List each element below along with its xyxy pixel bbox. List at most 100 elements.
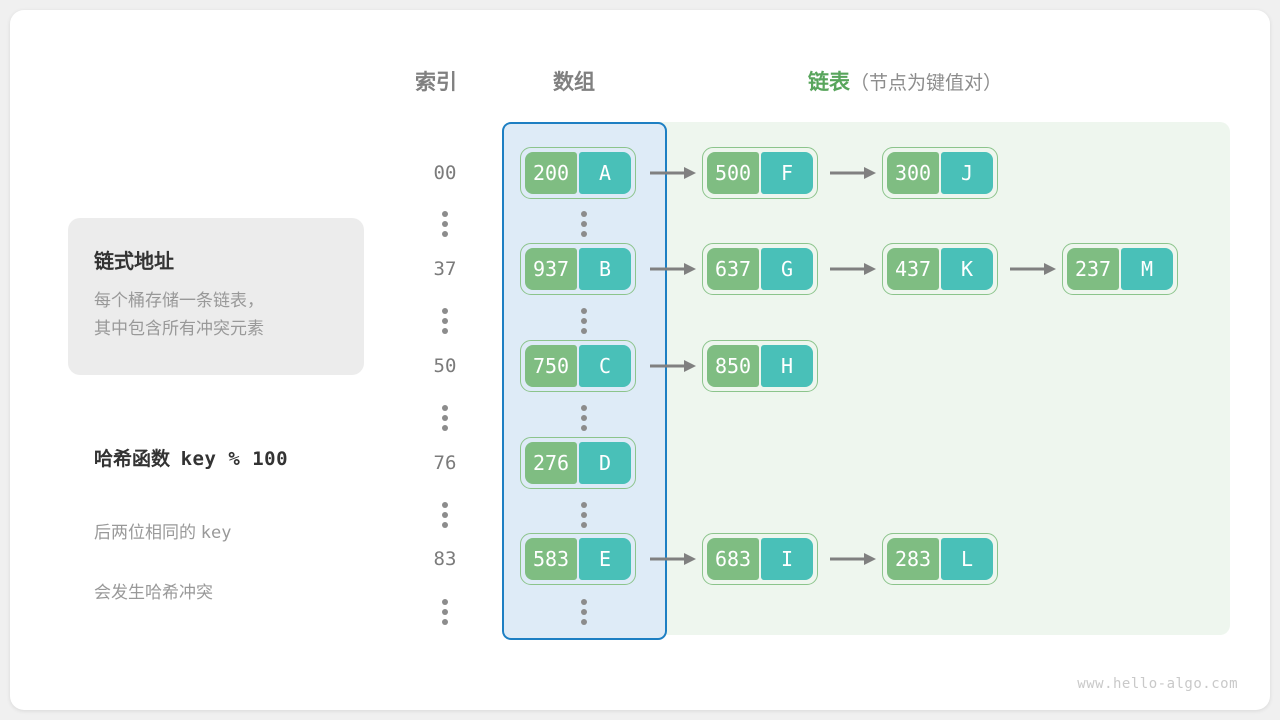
array-column-ellipsis-icon bbox=[581, 405, 587, 431]
array-column-ellipsis-icon bbox=[581, 211, 587, 237]
info-card-title: 链式地址 bbox=[94, 251, 174, 273]
bucket-index-label: 00 bbox=[433, 162, 457, 184]
ellipsis-dot bbox=[581, 502, 587, 508]
hash-function-body: 后两位相同的 key 会发生哈希冲突 bbox=[94, 488, 231, 638]
ellipsis-dot bbox=[442, 425, 448, 431]
node-key: 500 bbox=[707, 152, 759, 194]
ellipsis-dot bbox=[581, 211, 587, 217]
node-value: B bbox=[579, 248, 631, 290]
chain-arrow-icon bbox=[830, 167, 876, 179]
node-value: C bbox=[579, 345, 631, 387]
ellipsis-dot bbox=[581, 328, 587, 334]
hash-function-label: 哈希函数 bbox=[94, 449, 171, 470]
ellipsis-dot bbox=[581, 415, 587, 421]
node-value: G bbox=[761, 248, 813, 290]
ellipsis-dot bbox=[442, 231, 448, 237]
node-key: 200 bbox=[525, 152, 577, 194]
array-column-ellipsis-icon bbox=[581, 308, 587, 334]
ellipsis-dot bbox=[581, 512, 587, 518]
node-value: A bbox=[579, 152, 631, 194]
ellipsis-dot bbox=[442, 415, 448, 421]
node-value: J bbox=[941, 152, 993, 194]
ellipsis-dot bbox=[581, 599, 587, 605]
ellipsis-dot bbox=[581, 522, 587, 528]
hash-body-text: 后两位相同的 bbox=[94, 523, 196, 542]
ellipsis-dot bbox=[442, 211, 448, 217]
node-value: H bbox=[761, 345, 813, 387]
site-watermark: www.hello-algo.com bbox=[1077, 676, 1238, 692]
ellipsis-dot bbox=[581, 609, 587, 615]
node-key: 276 bbox=[525, 442, 577, 484]
bucket-index-label: 83 bbox=[433, 548, 457, 570]
array-column-ellipsis-icon bbox=[581, 599, 587, 625]
ellipsis-dot bbox=[442, 522, 448, 528]
column-header-index: 索引 bbox=[415, 71, 457, 94]
column-header-array: 数组 bbox=[553, 71, 595, 94]
chain-arrow-icon bbox=[1010, 263, 1056, 275]
ellipsis-dot bbox=[581, 221, 587, 227]
node-key: 300 bbox=[887, 152, 939, 194]
index-column-ellipsis-icon bbox=[442, 405, 448, 431]
node-key: 237 bbox=[1067, 248, 1119, 290]
ellipsis-dot bbox=[581, 619, 587, 625]
node-value: D bbox=[579, 442, 631, 484]
node-value: I bbox=[761, 538, 813, 580]
index-column-ellipsis-icon bbox=[442, 599, 448, 625]
ellipsis-dot bbox=[581, 318, 587, 324]
node-value: E bbox=[579, 538, 631, 580]
node-value: K bbox=[941, 248, 993, 290]
node-key: 437 bbox=[887, 248, 939, 290]
node-value: L bbox=[941, 538, 993, 580]
chain-arrow-icon bbox=[650, 263, 696, 275]
ellipsis-dot bbox=[442, 221, 448, 227]
index-column-ellipsis-icon bbox=[442, 308, 448, 334]
ellipsis-dot bbox=[581, 308, 587, 314]
column-header-linkedlist-sublabel: （节点为键值对） bbox=[850, 73, 1003, 94]
bucket-index-label: 50 bbox=[433, 355, 457, 377]
bucket-index-label: 37 bbox=[433, 258, 457, 280]
ellipsis-dot bbox=[442, 328, 448, 334]
ellipsis-dot bbox=[442, 619, 448, 625]
node-key: 283 bbox=[887, 538, 939, 580]
column-header-linkedlist: 链表（节点为键值对） bbox=[808, 66, 1002, 96]
ellipsis-dot bbox=[442, 512, 448, 518]
chain-arrow-icon bbox=[650, 553, 696, 565]
node-value: M bbox=[1121, 248, 1173, 290]
ellipsis-dot bbox=[442, 599, 448, 605]
node-key: 583 bbox=[525, 538, 577, 580]
ellipsis-dot bbox=[442, 502, 448, 508]
bucket-index-label: 76 bbox=[433, 452, 457, 474]
chain-arrow-icon bbox=[830, 553, 876, 565]
array-column-ellipsis-icon bbox=[581, 502, 587, 528]
node-key: 683 bbox=[707, 538, 759, 580]
node-key: 850 bbox=[707, 345, 759, 387]
ellipsis-dot bbox=[442, 308, 448, 314]
chain-arrow-icon bbox=[650, 360, 696, 372]
info-card bbox=[68, 218, 364, 375]
ellipsis-dot bbox=[442, 318, 448, 324]
hash-function-body-line1: 后两位相同的 key bbox=[94, 518, 231, 548]
ellipsis-dot bbox=[581, 231, 587, 237]
node-value: F bbox=[761, 152, 813, 194]
info-card-body: 每个桶存储一条链表， 其中包含所有冲突元素 bbox=[94, 291, 264, 338]
hash-function-title: 哈希函数 key % 100 bbox=[94, 444, 288, 471]
index-column-ellipsis-icon bbox=[442, 502, 448, 528]
ellipsis-dot bbox=[442, 609, 448, 615]
index-column-ellipsis-icon bbox=[442, 211, 448, 237]
node-key: 750 bbox=[525, 345, 577, 387]
hash-function-body-line2: 会发生哈希冲突 bbox=[94, 583, 213, 602]
